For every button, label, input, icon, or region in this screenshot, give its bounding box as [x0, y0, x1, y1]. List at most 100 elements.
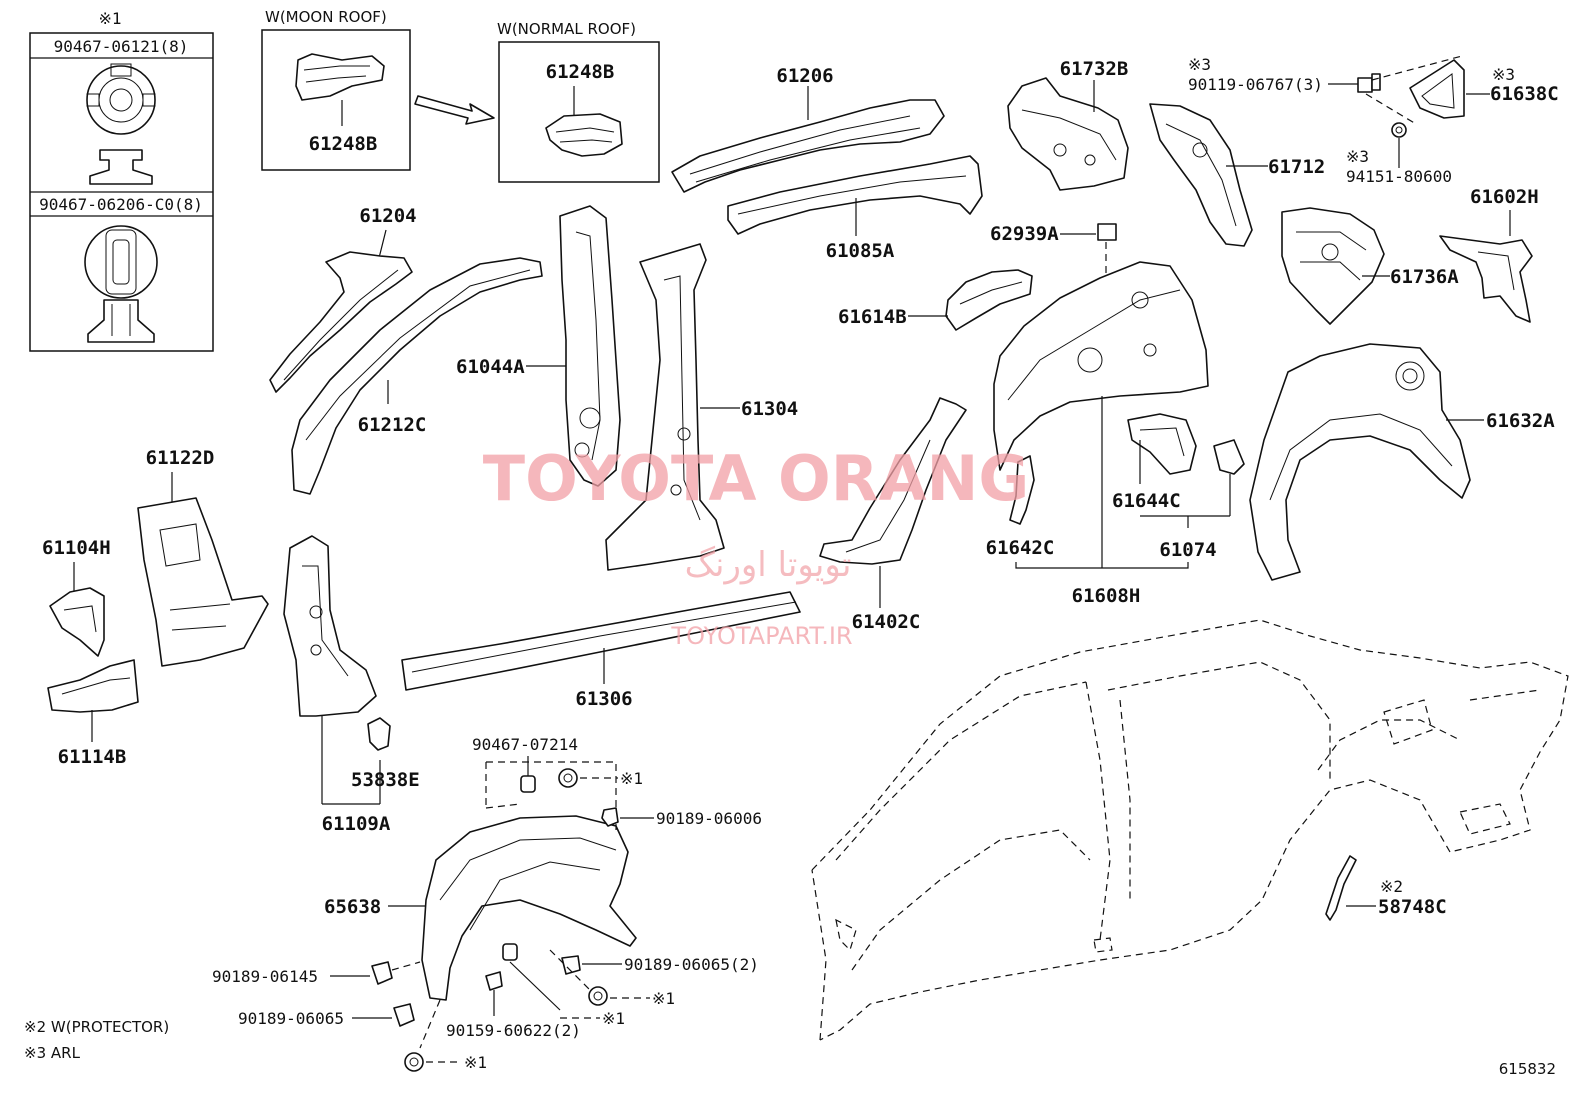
- part-label-61074: 61074: [1159, 539, 1216, 561]
- bolt-icon: [485, 971, 503, 991]
- moon-roof-title: W(MOON ROOF): [265, 8, 387, 26]
- part-label-61212c: 61212C: [358, 414, 427, 436]
- clip-1-drawing: [86, 63, 156, 185]
- bolt-icon: [1357, 73, 1381, 93]
- screw-icon: [561, 955, 581, 975]
- footnotes: ※2 W(PROTECTOR) ※3 ARL: [24, 1018, 169, 1062]
- screw-icon: [371, 961, 393, 985]
- ref-mark-1c: ※1: [602, 1009, 625, 1028]
- part-label-61306: 61306: [575, 688, 632, 710]
- part-61304: 61304: [605, 243, 798, 571]
- part-label-90189-06145: 90189-06145: [212, 967, 318, 986]
- part-label-90189-06065: 90189-06065: [238, 1009, 344, 1028]
- clip-part-number-2: 90467-06206-C0(8): [39, 195, 203, 214]
- normal-roof-title: W(NORMAL ROOF): [497, 20, 636, 38]
- normal-roof-inset: W(NORMAL ROOF) 61248B: [497, 20, 660, 183]
- part-61306: 61306: [401, 591, 801, 710]
- group-61638c: ※3 90119-06767(3) ※3 61638C ※3 94151-806…: [1188, 55, 1559, 186]
- part-label-61122d: 61122D: [146, 447, 215, 469]
- ref-mark-1d: ※1: [464, 1053, 487, 1072]
- clip-icon: [588, 986, 608, 1006]
- part-61206: 61206: [671, 65, 945, 193]
- part-61614b: 61614B: [838, 269, 1033, 331]
- part-label-53838e: 53838E: [351, 769, 420, 791]
- diagram-number: 615832: [1499, 1060, 1556, 1078]
- part-61044a: 61044A: [456, 205, 621, 487]
- part-label-94151-80600: 94151-80600: [1346, 167, 1452, 186]
- part-label-61109a: 61109A: [322, 813, 391, 835]
- part-61085a: 61085A: [727, 155, 983, 262]
- part-53838e: 53838E: [351, 717, 420, 791]
- footnote-protector: ※2 W(PROTECTOR): [24, 1018, 169, 1036]
- part-label-58748c: 58748C: [1378, 896, 1447, 918]
- part-label-61614b: 61614B: [838, 306, 907, 328]
- part-label-61248b-moon: 61248B: [309, 133, 378, 155]
- part-label-61402c: 61402C: [852, 611, 921, 633]
- clip-part-number-1: 90467-06121(8): [54, 37, 189, 56]
- part-label-61104h: 61104H: [42, 537, 111, 559]
- part-61608h: 61608H: [993, 261, 1209, 607]
- part-label-61206: 61206: [776, 65, 833, 87]
- grommet-icon: [1391, 122, 1407, 138]
- part-label-61638c: 61638C: [1490, 83, 1559, 105]
- part-61642c: 61642C: [986, 455, 1189, 569]
- clip-table: ※1 90467-06121(8) 90467-06206-C0(8): [29, 9, 214, 352]
- part-61204: 61204: [269, 205, 417, 393]
- clip-table-ref-mark: ※1: [98, 9, 121, 28]
- part-61712: 61712: [1149, 103, 1325, 247]
- watermark-persian: تویوتا اورنگ: [685, 545, 852, 585]
- clip-icon: [502, 943, 518, 961]
- part-label-62939a: 62939A: [990, 223, 1059, 245]
- clip-2-drawing: [84, 225, 158, 343]
- part-61602h: 61602H: [1439, 186, 1539, 323]
- part-62939a: 62939A: [990, 223, 1117, 284]
- body-side-outline: [811, 619, 1569, 1041]
- part-label-90119-06767: 90119-06767(3): [1188, 75, 1323, 94]
- ref-mark-1a: ※1: [620, 769, 643, 788]
- part-61109a: 61109A: [283, 535, 391, 835]
- watermark-main: TOYOTA ORANG: [483, 442, 1029, 515]
- part-65638: 65638: [324, 761, 637, 1001]
- part-label-61732b: 61732B: [1060, 58, 1129, 80]
- watermark: TOYOTA ORANG تویوتا اورنگ TOYOTAPART.IR: [483, 442, 1029, 650]
- part-label-61608h: 61608H: [1072, 585, 1141, 607]
- part-label-90159-60622: 90159-60622(2): [446, 1021, 581, 1040]
- part-label-61114b: 61114B: [58, 746, 127, 768]
- ref-mark-3a: ※3: [1188, 55, 1211, 74]
- arrow-icon: [414, 95, 495, 125]
- part-label-90189-06065-2: 90189-06065(2): [624, 955, 759, 974]
- ref-mark-3c: ※3: [1346, 147, 1369, 166]
- fasteners-liner: 90467-07214 ※1 90189-06006 90189-06145 9…: [212, 735, 762, 1072]
- part-label-61204: 61204: [359, 205, 416, 227]
- part-61632a: 61632A: [1249, 343, 1555, 581]
- screw-icon: [601, 807, 619, 827]
- clip-icon: [404, 1052, 424, 1072]
- part-label-61642c: 61642C: [986, 537, 1055, 559]
- part-label-65638: 65638: [324, 896, 381, 918]
- clip-icon: [520, 775, 536, 793]
- part-label-61085a: 61085A: [826, 240, 895, 262]
- part-label-61736a: 61736A: [1390, 266, 1459, 288]
- part-label-90189-06006: 90189-06006: [656, 809, 762, 828]
- part-61104h: 61104H: [42, 537, 111, 657]
- screw-icon: [393, 1003, 415, 1027]
- part-61736a: 61736A: [1281, 207, 1459, 325]
- part-label-61712: 61712: [1268, 156, 1325, 178]
- ref-mark-2: ※2: [1380, 877, 1403, 896]
- clip-icon: [558, 768, 578, 788]
- part-61402c: 61402C: [819, 397, 967, 633]
- moon-roof-inset: W(MOON ROOF) 61248B: [261, 8, 411, 171]
- ref-mark-1b: ※1: [652, 989, 675, 1008]
- part-label-61644c: 61644C: [1112, 490, 1181, 512]
- part-61212c: 61212C: [291, 257, 543, 495]
- part-61732b: 61732B: [1007, 58, 1129, 191]
- watermark-site: TOYOTAPART.IR: [670, 622, 852, 650]
- part-label-61304: 61304: [741, 398, 798, 420]
- part-61644c: 61644C: [1112, 413, 1197, 512]
- part-label-61248b-normal: 61248B: [546, 61, 615, 83]
- part-61114b: 61114B: [47, 659, 139, 768]
- part-58748c: ※2 58748C: [1325, 855, 1447, 921]
- part-61122d: 61122D: [137, 447, 269, 667]
